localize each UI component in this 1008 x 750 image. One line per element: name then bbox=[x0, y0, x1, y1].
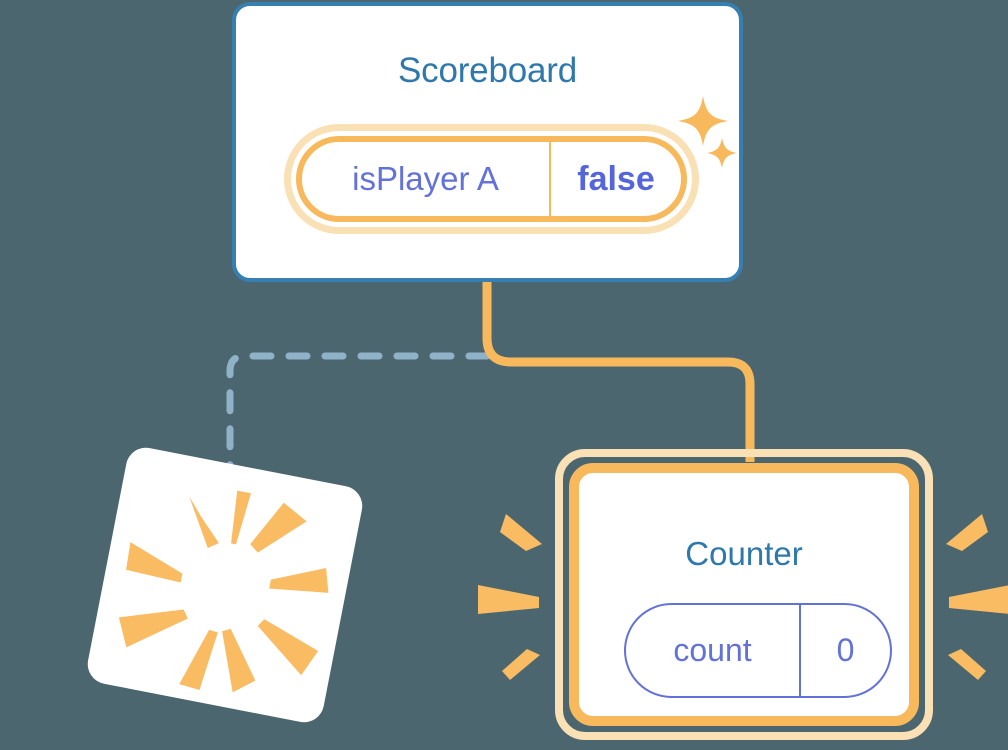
burst-ray bbox=[500, 514, 542, 551]
scoreboard-state-pill-glow: isPlayer A false bbox=[284, 124, 699, 234]
scoreboard-card[interactable]: Scoreboard isPlayer A false bbox=[232, 2, 743, 282]
burst-ray bbox=[126, 542, 183, 583]
counter-burst-right bbox=[946, 514, 1008, 680]
scoreboard-state-value: false bbox=[577, 159, 655, 198]
burst-ray bbox=[231, 490, 251, 545]
burst-ray bbox=[269, 567, 329, 593]
counter-state-key: count bbox=[626, 605, 801, 696]
burst-ray bbox=[118, 609, 188, 648]
burst-ray bbox=[179, 629, 218, 691]
blank-card-burst bbox=[118, 490, 329, 693]
counter-state-value: 0 bbox=[836, 632, 855, 668]
burst-ray bbox=[948, 649, 986, 680]
counter-card-title: Counter bbox=[685, 535, 803, 572]
scoreboard-state-pill[interactable]: isPlayer A false bbox=[296, 136, 687, 222]
burst-ray bbox=[250, 502, 307, 553]
sparkle-large-icon bbox=[678, 96, 728, 146]
scoreboard-card-title: Scoreboard bbox=[398, 51, 577, 90]
counter-card[interactable]: Counter count 0 bbox=[569, 463, 919, 726]
burst-ray bbox=[222, 628, 256, 693]
burst-ray bbox=[257, 619, 319, 676]
burst-ray bbox=[946, 514, 988, 551]
burst-ray bbox=[189, 496, 219, 549]
counter-burst-left bbox=[478, 514, 542, 680]
burst-ray bbox=[478, 585, 539, 614]
counter-state-pill[interactable]: count 0 bbox=[624, 603, 892, 698]
burst-ray bbox=[502, 649, 540, 680]
counter-card-glow: Counter count 0 bbox=[555, 449, 933, 740]
connector-dashed-to-blank-card bbox=[226, 352, 491, 476]
burst-ray bbox=[949, 585, 1008, 614]
sparkle-small-icon bbox=[707, 138, 737, 168]
scoreboard-state-key: isPlayer A bbox=[302, 142, 551, 216]
connector-solid-to-counter bbox=[482, 280, 755, 462]
